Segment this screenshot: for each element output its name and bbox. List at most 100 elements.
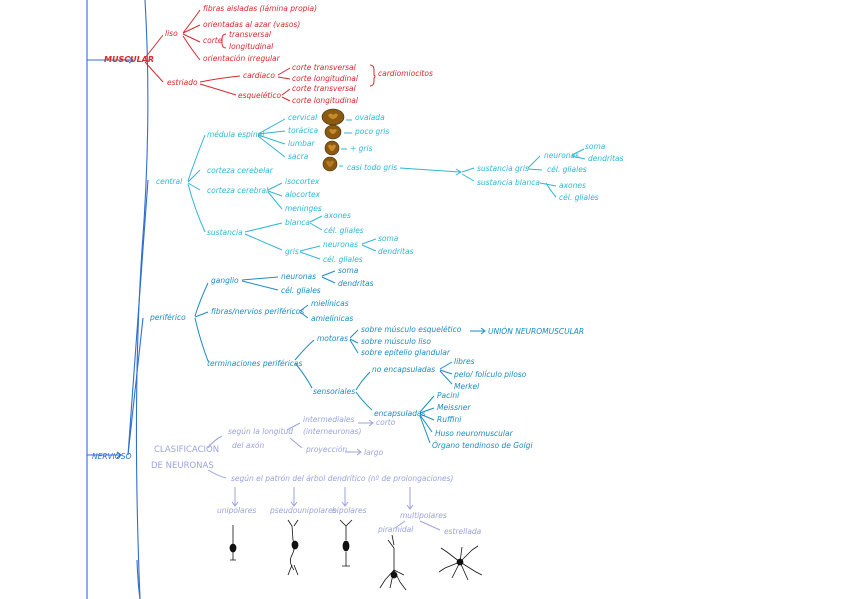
medula-note-3: casi todo gris: [347, 163, 397, 172]
motoras-item-1: sobre músculo liso: [361, 337, 431, 346]
clasificacion-branch: CLASIFICACIÓN DE NEURONAS según la longi…: [151, 415, 483, 591]
gris-gliales: cél. gliales: [323, 255, 363, 264]
gris-neuronas: neuronas: [323, 240, 358, 249]
sg-neuronas: neuronas: [544, 151, 579, 160]
cardiaco-item-0: corte transversal: [292, 63, 357, 72]
blanca-label: blanca: [285, 218, 310, 227]
sustancia-label: sustancia: [207, 228, 243, 237]
esqueletico-label: esquelético: [238, 91, 281, 100]
medula-label: médula espinal: [207, 130, 265, 139]
periferico-label: periférico: [149, 313, 186, 322]
tipo-pseudounipolares: pseudounipolares: [269, 506, 337, 515]
ganglio-gliales: cél. gliales: [281, 286, 321, 295]
gris-label: gris: [285, 247, 299, 256]
muscular-branch: MUSCULAR liso fibras aisladas (lámina pr…: [104, 4, 433, 105]
motoras-item-2: sobre epitelio glandular: [361, 348, 451, 357]
central-branch: central médula espinal cervical torácica…: [156, 108, 624, 264]
terminaciones-label: terminaciones periféricas: [207, 359, 303, 368]
fibras-label: fibras/nervios periféricos: [211, 307, 304, 316]
no-encap-item-1: pelo/ folículo piloso: [453, 370, 527, 379]
cerebral-item-1: alocortex: [285, 190, 321, 199]
ganglio-neuronas: neuronas: [281, 272, 316, 281]
medula-item-0: cervical: [288, 113, 318, 122]
nervioso-connectors: [127, 179, 149, 456]
ganglio-dendritas: dendritas: [338, 279, 374, 288]
encap-item-0: Pacini: [437, 391, 460, 400]
liso-item-3: orientación irregular: [203, 54, 281, 63]
corto-label: corto: [376, 418, 396, 427]
unipolar-neuron-image: [229, 525, 237, 561]
periferico-branch: periférico ganglio neuronas soma dendrit…: [149, 266, 584, 450]
medula-item-1: torácica: [288, 126, 319, 135]
no-encap-item-0: libres: [454, 357, 475, 366]
clasificacion-title-1: CLASIFICACIÓN: [154, 443, 219, 455]
blanca-gliales: cél. gliales: [324, 226, 364, 235]
medula-note-2: + gris: [350, 144, 373, 153]
tipo-bipolares: bipolares: [332, 506, 367, 515]
muscular-root: MUSCULAR: [104, 55, 154, 64]
medula-note-0: ovalada: [355, 113, 385, 122]
encap-item-1: Meissner: [437, 403, 471, 412]
multipolar-piramidal: piramidal: [377, 525, 414, 534]
corteza-cerebral-label: corteza cerebral: [207, 186, 269, 195]
sg-gliales: cél. gliales: [547, 165, 587, 174]
clasificacion-title-2: DE NEURONAS: [151, 461, 214, 471]
tipo-unipolares: unipolares: [217, 506, 256, 515]
cardiomiocitos-label: cardiomiocitos: [378, 69, 433, 78]
sb-gliales: cél. gliales: [559, 193, 599, 202]
encap-item-3: Huso neuromuscular: [435, 429, 514, 438]
liso-label: liso: [165, 29, 178, 38]
sg-dendritas: dendritas: [588, 154, 624, 163]
central-label: central: [156, 177, 183, 186]
fibras-mielinicas: mielínicas: [311, 299, 349, 308]
longitud-label-2: del axón: [232, 441, 264, 450]
esqueletico-item-1: corte longitudinal: [292, 96, 359, 105]
gris-soma: soma: [378, 234, 399, 243]
ganglio-soma: soma: [338, 266, 359, 275]
intermedias-label-1: intermediales: [303, 415, 355, 424]
sustancia-blanca-label: sustancia blanca: [477, 178, 540, 187]
medula-item-3: sacra: [288, 152, 309, 161]
blanca-axones: axones: [324, 211, 351, 220]
largo-label: largo: [364, 448, 384, 457]
cerebral-item-2: meninges: [285, 204, 322, 213]
main-axis: [86, 0, 149, 599]
estriado-label: estriado: [167, 78, 198, 87]
longitud-label-1: según la longitud: [228, 427, 293, 436]
pyramidal-neuron-image: [379, 534, 407, 591]
medula-note-1: poco gris: [354, 127, 389, 136]
cardiaco-item-1: corte longitudinal: [292, 74, 359, 83]
liso-item-1: orientadas al azar (vasos): [203, 20, 300, 29]
cardiaco-label: cardiaco: [243, 71, 275, 80]
motoras-item-0: sobre músculo esquelético: [361, 325, 462, 334]
motoras-label: motoras: [317, 334, 348, 343]
gris-dendritas: dendritas: [378, 247, 414, 256]
sensoriales-label: sensoriales: [313, 387, 355, 396]
no-encapsuladas-label: no encapsuladas: [372, 365, 435, 374]
neuron-sketches: [229, 519, 483, 591]
intermedias-label-2: (interneuronas): [303, 427, 361, 436]
stellate-neuron-image: [438, 545, 483, 581]
liso-item-0: fibras aisladas (lámina propia): [203, 4, 317, 13]
sg-soma: soma: [585, 142, 606, 151]
encapsuladas-label: encapsuladas: [374, 409, 426, 418]
esqueletico-item-0: corte transversal: [292, 84, 357, 93]
liso-item-2: corte: [203, 36, 223, 45]
tipo-multipolares: multipolares: [400, 511, 447, 520]
no-encap-item-2: Merkel: [454, 382, 480, 391]
bipolar-neuron-image: [339, 519, 353, 567]
fibras-amielinicas: amielínicas: [311, 314, 353, 323]
sb-axones: axones: [559, 181, 586, 190]
nervioso-root: NERVIOSO: [92, 452, 132, 461]
pseudounipolar-neuron-image: [287, 519, 299, 576]
ganglio-label: ganglio: [211, 276, 239, 285]
encap-item-2: Ruffini: [437, 415, 462, 424]
encap-item-4: Órgano tendinoso de Golgi: [432, 441, 533, 450]
liso-corte-1: longitudinal: [229, 42, 274, 51]
spinal-cord-drawings: [321, 108, 345, 172]
patron-label: según el patrón del árbol dendrítico (nº…: [231, 474, 454, 483]
corteza-cerebelar-label: corteza cerebelar: [207, 166, 274, 175]
liso-corte-0: transversal: [229, 30, 272, 39]
